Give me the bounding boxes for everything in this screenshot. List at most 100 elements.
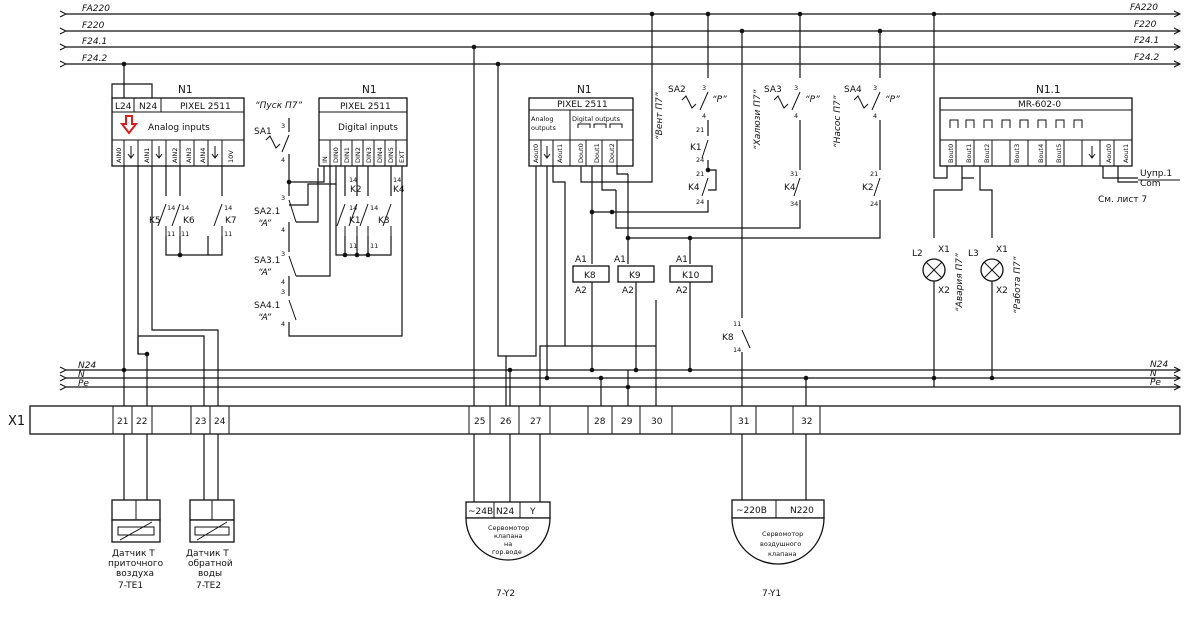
pin-10v: 10V bbox=[227, 150, 235, 163]
servo-y2: ~24B N24 Y Сервомотор клапана на гор.вод… bbox=[465, 434, 551, 599]
controller-ai-l24: L24 bbox=[115, 102, 132, 112]
k1-pin-14: 14 bbox=[349, 204, 357, 212]
servo-y1-motor-icon bbox=[731, 517, 825, 565]
pin-din4: DIN4 bbox=[376, 147, 384, 163]
module-ref: N1.1 bbox=[1036, 84, 1061, 96]
relay-k10-label: K10 bbox=[682, 271, 700, 281]
k6-pin-11: 11 bbox=[181, 230, 189, 238]
servo-y1-tag: 7-Y1 bbox=[762, 589, 781, 599]
module-pin-bout0: Bout0 bbox=[947, 144, 955, 163]
servo-y2-text-1: Сервомотор bbox=[488, 524, 529, 532]
terminal-24: 24 bbox=[214, 417, 226, 427]
pin-ext: EXT bbox=[398, 151, 406, 163]
blinds-label: “Хaлюзи П7” bbox=[753, 89, 763, 150]
contact-k3: K3 bbox=[378, 216, 390, 226]
module-pin-bout2: Bout2 bbox=[983, 144, 991, 163]
terminal-25: 25 bbox=[474, 417, 485, 427]
pin-ain4: AIN4 bbox=[199, 148, 207, 163]
sa4-k2-pin-21: 21 bbox=[870, 170, 878, 178]
sa4-mode: “P” bbox=[885, 95, 900, 105]
module-model: MR-602-0 bbox=[1018, 100, 1061, 110]
controller-ai-section: Analog inputs bbox=[148, 123, 210, 133]
module-pin-aout0: Aout0 bbox=[1105, 144, 1113, 163]
sa41-pin-3: 3 bbox=[281, 288, 285, 296]
terminal-strip-x1: X1 21 22 23 24 25 26 27 28 29 30 31 32 bbox=[8, 405, 1181, 435]
bus-label-n-right: N bbox=[1150, 369, 1157, 379]
analog-outputs-label-2: outputs bbox=[531, 124, 556, 132]
pin-dout0: Dout0 bbox=[577, 143, 585, 163]
sensor-te2-line2: обратной bbox=[188, 559, 233, 569]
pin-din2: DIN2 bbox=[354, 147, 362, 163]
bus-label-f241-left: F24.1 bbox=[82, 37, 107, 47]
sa2-pin-4: 4 bbox=[702, 112, 706, 120]
lamp-alarm-label: “Авария П7” bbox=[955, 253, 965, 312]
terminal-28: 28 bbox=[594, 417, 606, 427]
relay-k9-label: K9 bbox=[629, 271, 641, 281]
k7-pin-14: 14 bbox=[224, 204, 232, 212]
k7-pin-11: 11 bbox=[224, 230, 232, 238]
terminal-26: 26 bbox=[500, 417, 512, 427]
sa3-k4-pin-31: 31 bbox=[790, 170, 798, 178]
module-ground-arrow-icon bbox=[1088, 146, 1096, 159]
module-com: Com bbox=[1140, 179, 1161, 189]
switch-sa31: SA3.1 bbox=[254, 256, 280, 266]
lamp-l3: L3 bbox=[968, 249, 979, 259]
k5-pin-14: 14 bbox=[167, 204, 175, 212]
k2-pin-14: 14 bbox=[349, 176, 357, 184]
out-ground-arrow-icon bbox=[543, 146, 551, 159]
terminal-23: 23 bbox=[195, 417, 206, 427]
sa4-contact-k2: K2 bbox=[862, 183, 874, 193]
k8-pin-11: 11 bbox=[733, 320, 741, 328]
servo-y1-text-3: клапана bbox=[768, 550, 797, 558]
control-switches: 3 4 SA2 “P” “Вент П7” 21 K1 24 21 K4 24 … bbox=[609, 11, 900, 239]
switch-sa21: SA2.1 bbox=[254, 207, 280, 217]
terminal-31: 31 bbox=[738, 417, 749, 427]
module-control: Uупр.1 bbox=[1140, 169, 1172, 179]
bus-label-f242-right: F24.2 bbox=[1134, 53, 1159, 63]
controller-di-section: Digital inputs bbox=[338, 123, 398, 133]
pin-din0: DIN0 bbox=[332, 147, 340, 163]
module-pin-bout5: Bout5 bbox=[1055, 144, 1063, 163]
sa2-k4-pin-24: 24 bbox=[696, 198, 704, 206]
k3-pin-11: 11 bbox=[370, 242, 378, 250]
terminal-32: 32 bbox=[801, 417, 812, 427]
sa2-k4-pin-21: 21 bbox=[696, 170, 704, 178]
pin-aout0: Aout0 bbox=[532, 144, 540, 163]
lamp-l2-x2: X2 bbox=[938, 286, 950, 296]
module-pin-bout3: Bout3 bbox=[1013, 144, 1021, 163]
lamp-l2: L2 bbox=[912, 249, 923, 259]
switch-sa3: SA3 bbox=[764, 85, 782, 95]
controller-out-digital: Digital outputs bbox=[572, 115, 621, 123]
sensor-te1-line1: Датчик Т bbox=[112, 549, 155, 559]
sa2-k1-pin-24: 24 bbox=[696, 156, 704, 164]
module-n11: N1.1 MR-602-0 Bout0 Bout1 Bout2 Bout3 Bo… bbox=[931, 11, 1180, 238]
pin-ain0: AIN0 bbox=[115, 148, 123, 163]
switch-sa1: SA1 bbox=[254, 127, 272, 137]
controller-out-model: PIXEL 2511 bbox=[557, 100, 608, 110]
sa41-mode: “A” bbox=[258, 313, 272, 323]
servo-y2-term-24v: ~24B bbox=[468, 507, 493, 517]
k8-contact: 11 K8 14 bbox=[722, 28, 809, 406]
k9-a1: A1 bbox=[614, 255, 626, 265]
pin-ain3: AIN3 bbox=[185, 148, 193, 163]
contact-k2: K2 bbox=[350, 185, 362, 195]
contact-k1: K1 bbox=[349, 216, 361, 226]
pin-ain1: AIN1 bbox=[143, 148, 151, 163]
k6-pin-14: 14 bbox=[181, 204, 189, 212]
sa3-pin-3: 3 bbox=[794, 84, 798, 92]
module-pin-bout1: Bout1 bbox=[965, 144, 973, 163]
contact-k5: K5 bbox=[149, 216, 161, 226]
servo-y2-text-2: клапана bbox=[494, 532, 523, 540]
sa2-k1-pin-21: 21 bbox=[696, 126, 704, 134]
sa4-pin-3: 3 bbox=[873, 84, 877, 92]
servo-y2-text-3: на bbox=[504, 540, 512, 548]
bus-label-f220-right: F220 bbox=[1134, 20, 1157, 30]
bus-label-f220-left: F220 bbox=[82, 21, 105, 31]
k10-a1: A1 bbox=[676, 255, 688, 265]
switch-sa4: SA4 bbox=[844, 85, 862, 95]
sa4-pin-4: 4 bbox=[873, 112, 877, 120]
terminal-22: 22 bbox=[136, 417, 147, 427]
sa31-mode: “A” bbox=[258, 268, 272, 278]
switch-sa2: SA2 bbox=[668, 85, 686, 95]
